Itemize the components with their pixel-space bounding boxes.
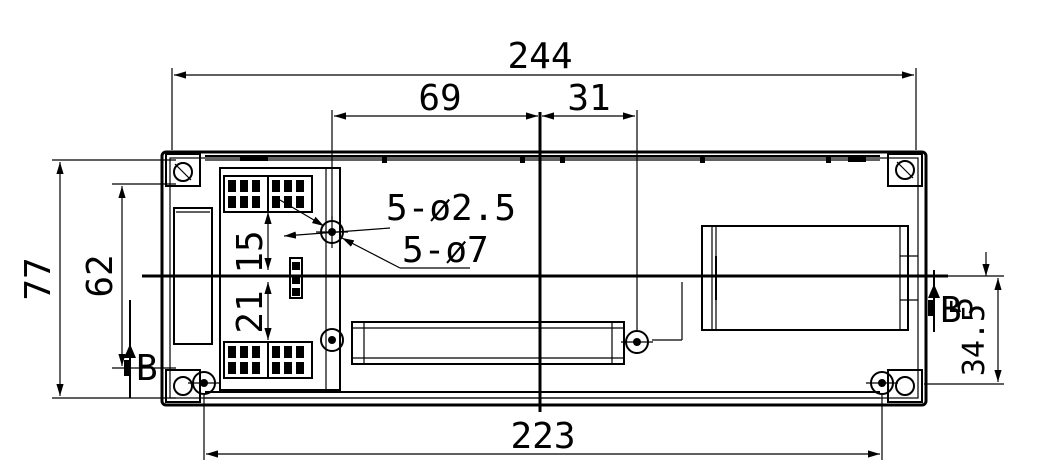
- terminal-block: [219, 167, 341, 391]
- connector-top: [223, 175, 313, 213]
- cylinder-component: [701, 225, 918, 331]
- center-lines: [142, 112, 948, 412]
- dim-right-offsets: 5 34.5: [924, 252, 1004, 385]
- dim-223-label: 223: [510, 416, 575, 457]
- small-component: [289, 257, 303, 299]
- section-mark-left-label: B: [136, 348, 158, 389]
- dim-inner-height: 62: [80, 183, 176, 369]
- section-mark-right: B: [928, 270, 962, 332]
- section-mark-left: B: [124, 300, 158, 398]
- corner-boss-bottom-left: [165, 369, 201, 403]
- callout-small-hole: 5-ø2.5: [279, 188, 516, 239]
- dim-244-label: 244: [507, 36, 572, 77]
- dim-hole-offsets: 69 31: [331, 78, 638, 330]
- long-bar-component: [351, 321, 625, 365]
- dim-overall-width: 244: [171, 36, 917, 150]
- corner-boss-bottom-right: [887, 369, 923, 403]
- dim-bottom-hole-span: 223: [203, 394, 883, 460]
- dim-vertical-15-21: 15 21: [230, 212, 272, 340]
- mounting-hole-bottom-left: [188, 371, 220, 395]
- callout-large-hole: 5-ø7: [341, 230, 489, 271]
- dim-77-label: 77: [18, 257, 59, 300]
- dim-69-label: 69: [418, 78, 461, 119]
- dim-15-label: 15: [230, 230, 271, 273]
- corner-boss-top-right: [887, 153, 923, 187]
- mounting-hole-bottom-right: [866, 371, 898, 395]
- callout-large-hole-label: 5-ø7: [402, 230, 489, 271]
- dim-31-label: 31: [567, 78, 610, 119]
- dim-overall-height: 77: [18, 159, 176, 399]
- enclosure-outline: [160, 150, 928, 407]
- corner-boss-top-left: [165, 153, 201, 187]
- dim-62-label: 62: [80, 254, 121, 297]
- mounting-hole-center: [621, 330, 653, 354]
- connector-bottom: [223, 341, 313, 379]
- mounting-hole-left-lower: [320, 328, 344, 352]
- dim-5-label: 5: [945, 297, 980, 315]
- callout-small-hole-label: 5-ø2.5: [386, 188, 516, 229]
- dim-21-label: 21: [230, 290, 271, 333]
- dim-34-5-label: 34.5: [957, 304, 992, 376]
- section-mark-right-label: B: [940, 290, 962, 331]
